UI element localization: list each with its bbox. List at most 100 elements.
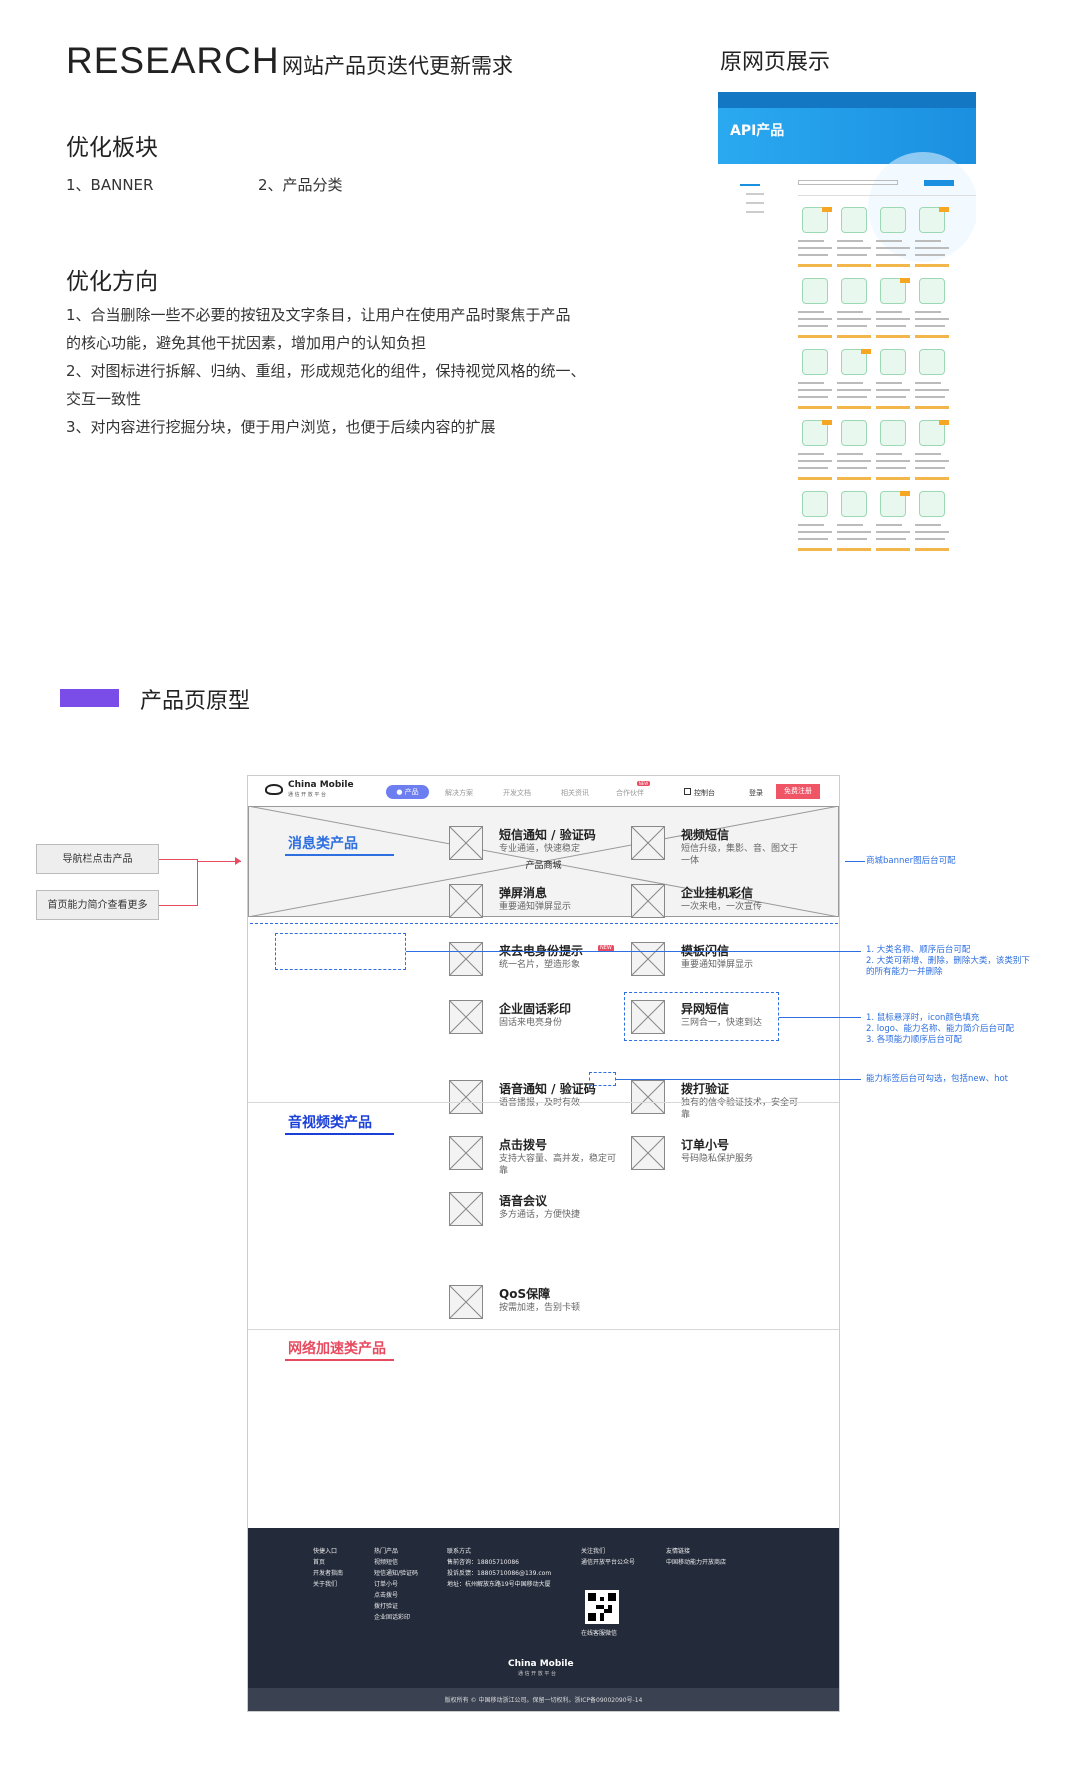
thumb-product-card: [798, 349, 838, 411]
thumb-product-card: [876, 278, 916, 340]
original-page-title: 原网页展示: [720, 50, 831, 75]
footer-link[interactable]: 拨打验证: [374, 1603, 399, 1610]
product-card[interactable]: 弹屏消息重要通知弹屏显示: [449, 884, 609, 924]
logo-text[interactable]: China Mobile: [288, 780, 354, 790]
nav-item-docs[interactable]: 开发文档: [503, 789, 531, 797]
footer-logo: China Mobile: [508, 1659, 574, 1669]
product-card[interactable]: 视频短信短信升级，集影、音、图文于一体: [631, 826, 798, 866]
product-description: 支持大容量、高并发，稳定可靠: [499, 1154, 617, 1176]
thumb-product-card: [915, 491, 955, 553]
product-card[interactable]: 企业固话彩印固话来电亮身份: [449, 1000, 609, 1040]
product-description: 号码隐私保护服务: [681, 1154, 754, 1164]
product-icon-placeholder: [631, 942, 665, 976]
product-description: 统一名片，塑造形象: [499, 960, 581, 970]
footer-text: 地址：杭州解放东路19号中国移动大厦: [447, 1581, 551, 1588]
product-description: 固话来电亮身份: [499, 1018, 563, 1028]
product-icon-placeholder: [631, 826, 665, 860]
footer-col-title: 热门产品: [374, 1548, 399, 1555]
thumb-product-card: [837, 491, 877, 553]
thumb-product-icon: [802, 491, 828, 517]
product-icon-placeholder: [449, 1192, 483, 1226]
product-card[interactable]: 语音会议多方通话，方便快捷: [449, 1192, 609, 1232]
product-icon-placeholder: [631, 1136, 665, 1170]
thumb-product-icon: [841, 491, 867, 517]
thumb-product-icon: [919, 491, 945, 517]
footer-link[interactable]: 短信通知/验证码: [374, 1570, 419, 1577]
footer-link[interactable]: 中国移动能力开放商店: [666, 1559, 727, 1566]
new-badge: NEW: [637, 781, 650, 786]
product-icon-placeholder: [631, 884, 665, 918]
footer-link[interactable]: 点击拨号: [374, 1592, 399, 1599]
thumb-divider: [798, 195, 976, 196]
category-selection-outline: [275, 933, 406, 970]
connector-line: [406, 951, 861, 952]
connector-line: [197, 861, 241, 862]
placeholder-cross-icon: [248, 805, 839, 918]
footer-text: 投诉反馈：18805710086@139.com: [447, 1570, 552, 1577]
console-icon: [684, 788, 691, 795]
nav-item-products[interactable]: ● 产品: [386, 785, 429, 799]
register-button[interactable]: 免费注册: [776, 784, 820, 799]
direction-line: 交互一致性: [66, 390, 142, 408]
product-card[interactable]: 企业挂机彩信一次来电，一次宣传: [631, 884, 791, 924]
direction-line: 3、对内容进行挖掘分块，便于用户浏览，也便于后续内容的扩展: [66, 418, 496, 436]
nav-item-news[interactable]: 相关资讯: [561, 789, 589, 797]
footer-link[interactable]: 开发者指南: [313, 1570, 344, 1577]
thumb-search-button: [924, 180, 954, 186]
thumb-product-card: [876, 207, 916, 269]
thumb-sidebar: [740, 184, 770, 224]
product-description: 一次来电，一次宣传: [681, 902, 763, 912]
product-icon-placeholder: [449, 884, 483, 918]
product-name: 短信通知 / 验证码: [499, 828, 596, 842]
footer-link[interactable]: 首页: [313, 1559, 326, 1566]
thumb-nav: [718, 92, 976, 108]
footer-link[interactable]: 关于我们: [313, 1581, 338, 1588]
nav-item-solutions[interactable]: 解决方案: [445, 789, 473, 797]
product-name: 语音会议: [499, 1194, 548, 1208]
thumb-product-icon: [841, 207, 867, 233]
product-card[interactable]: 拨打验证独有的信令验证技术，安全可靠: [631, 1080, 798, 1120]
thumb-product-card: [915, 278, 955, 340]
console-link[interactable]: 控制台: [694, 789, 715, 797]
footer-follow: 关注我们 通信开放平台公众号: [581, 1546, 635, 1568]
product-card[interactable]: 订单小号号码隐私保护服务: [631, 1136, 791, 1176]
product-icon-placeholder: [449, 942, 483, 976]
product-icon-placeholder: [631, 1080, 665, 1114]
thumb-product-card: [876, 491, 916, 553]
footer-col-title: 友情链接: [666, 1548, 691, 1555]
product-card[interactable]: QoS保障按需加速，告别卡顿: [449, 1285, 609, 1325]
footer-link[interactable]: 订单小号: [374, 1581, 399, 1588]
product-name: 企业挂机彩信: [681, 886, 754, 900]
login-link[interactable]: 登录: [749, 789, 763, 797]
product-card[interactable]: 点击拨号支持大容量、高并发，稳定可靠: [449, 1136, 616, 1176]
thumb-product-icon: [880, 349, 906, 375]
product-card[interactable]: 短信通知 / 验证码专业通道，快速稳定: [449, 826, 609, 866]
banner-image-placeholder[interactable]: [248, 805, 839, 918]
annotation-home-intro: 首页能力简介查看更多: [36, 890, 159, 920]
product-description: 重要通知弹屏显示: [681, 960, 754, 970]
connector-line: [779, 1017, 861, 1018]
prototype-navbar: China Mobile 通 信 开 放 平 台 ● 产品 解决方案 开发文档 …: [248, 776, 839, 802]
footer-link[interactable]: 视频短信: [374, 1559, 399, 1566]
product-icon-placeholder: [449, 1136, 483, 1170]
product-name: 点击拨号: [499, 1138, 548, 1152]
direction-line: 2、对图标进行拆解、归纳、重组，形成规范化的组件，保持视觉风格的统一、: [66, 362, 586, 380]
product-card[interactable]: 模板闪信重要通知弹屏显示: [631, 942, 791, 982]
product-card[interactable]: 异网短信三网合一，快速到达: [631, 1000, 791, 1040]
category-underline: [285, 1133, 394, 1135]
footer-logo-sub: 通 信 开 放 平 台: [518, 1671, 556, 1677]
footer-wechat-service: 在线客服微信: [581, 1630, 618, 1637]
annotation-banner: 商城banner图后台可配: [866, 856, 956, 866]
product-name: 弹屏消息: [499, 886, 548, 900]
china-mobile-logo-icon[interactable]: [265, 784, 283, 795]
tag-selection-outline: [589, 1072, 616, 1086]
footer-text: 通信开放平台公众号: [581, 1559, 636, 1566]
thumb-product-card: [837, 278, 877, 340]
footer-link[interactable]: 企业固话彩印: [374, 1614, 411, 1621]
product-icon-placeholder: [449, 1080, 483, 1114]
product-icon-placeholder: [631, 1000, 665, 1034]
nav-item-partners[interactable]: 合作伙伴: [616, 789, 644, 797]
block-item-banner: 1、BANNER: [66, 176, 154, 194]
product-card[interactable]: 语音通知 / 验证码语音播报，及时有效: [449, 1080, 609, 1120]
